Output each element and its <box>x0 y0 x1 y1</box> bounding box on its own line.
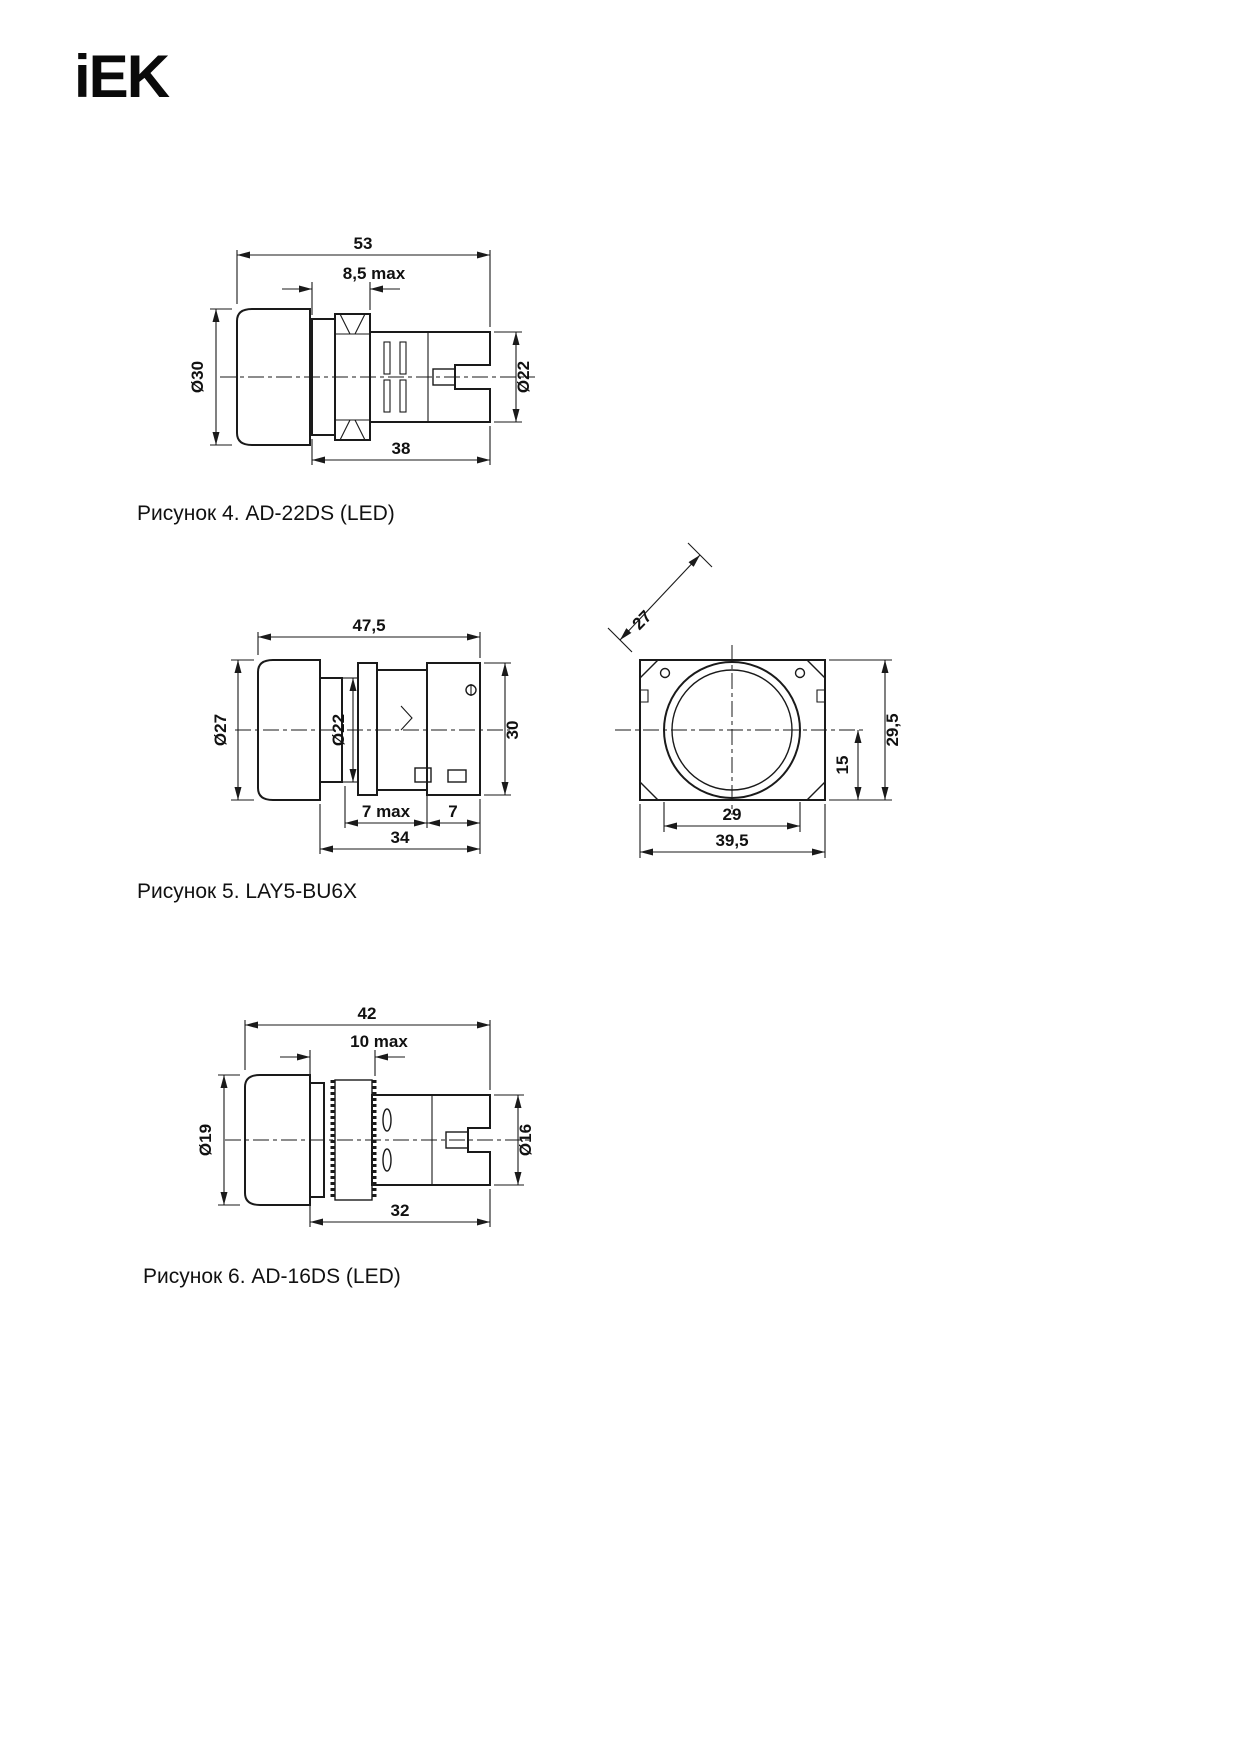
fig6-dim-d19: Ø19 <box>196 1124 215 1156</box>
fig4-dim-d22: Ø22 <box>514 361 533 393</box>
fig5-front-body <box>615 645 865 815</box>
fig5-dim-34: 34 <box>391 828 410 847</box>
fig5-dim-7: 7 <box>448 802 457 821</box>
fig4-body <box>369 331 491 423</box>
fig5-dim-395: 39,5 <box>715 831 748 850</box>
fig5-dim-475: 47,5 <box>352 616 385 635</box>
fig5-dim-15: 15 <box>833 756 852 775</box>
fig6-dim-32: 32 <box>391 1201 410 1220</box>
fig5-front-view: 27 29,5 15 29 39,5 <box>607 542 902 858</box>
fig6-drawing: 42 10 max Ø19 Ø16 32 <box>196 1004 535 1227</box>
fig6-dim-10max: 10 max <box>350 1032 408 1051</box>
fig5-dim-7max: 7 max <box>362 802 411 821</box>
fig5-side-view: 47,5 Ø27 Ø22 30 7 max 7 <box>211 616 522 854</box>
fig5-dim-29: 29 <box>723 805 742 824</box>
iek-logo: iEK <box>74 43 170 110</box>
fig4-dimensions: 53 8,5 max Ø30 Ø22 38 <box>188 234 533 465</box>
fig5-dim-d27: Ø27 <box>211 714 230 746</box>
fig5-dim-30: 30 <box>503 721 522 740</box>
fig6-dim-42: 42 <box>358 1004 377 1023</box>
fig6-lens-head <box>244 1074 325 1206</box>
fig5-body <box>357 662 481 796</box>
fig4-dim-d30: Ø30 <box>188 361 207 393</box>
fig4-drawing: 53 8,5 max Ø30 Ø22 38 <box>188 234 535 465</box>
fig5-dim-27: 27 <box>629 607 656 634</box>
fig6-caption: Рисунок 6. AD-16DS (LED) <box>143 1265 401 1288</box>
fig4-dim-53: 53 <box>354 234 373 253</box>
fig5-dim-d22: Ø22 <box>329 714 348 746</box>
fig4-dim-38: 38 <box>392 439 411 458</box>
fig5-side-dimensions: 47,5 Ø27 Ø22 30 7 max 7 <box>211 616 522 854</box>
fig5-dim-295: 29,5 <box>883 713 902 746</box>
fig4-caption: Рисунок 4. AD-22DS (LED) <box>137 502 395 525</box>
fig5-front-dimensions: 27 29,5 15 29 39,5 <box>607 542 902 858</box>
fig5-button-head <box>257 659 343 801</box>
fig4-dim-85max: 8,5 max <box>343 264 406 283</box>
fig6-dim-d16: Ø16 <box>516 1124 535 1156</box>
fig6-dimensions: 42 10 max Ø19 Ø16 32 <box>196 1004 535 1227</box>
fig6-body <box>371 1094 491 1186</box>
fig5-caption: Рисунок 5. LAY5-BU6X <box>137 880 358 903</box>
